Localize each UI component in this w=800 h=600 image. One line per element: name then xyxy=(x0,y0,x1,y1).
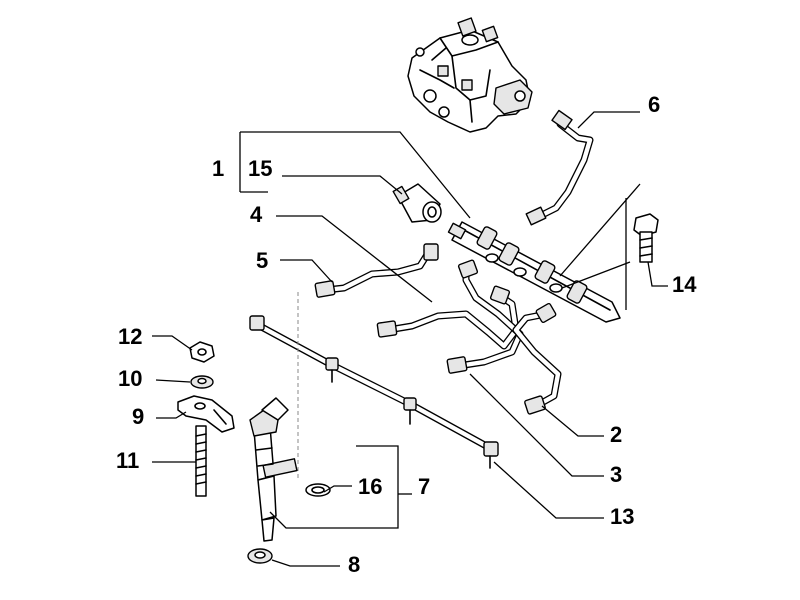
callout-1: 1 xyxy=(212,156,224,181)
washer-10 xyxy=(190,375,214,389)
pipe-6 xyxy=(525,109,594,226)
callout-7: 7 xyxy=(418,474,430,499)
clip-16 xyxy=(305,483,331,497)
pipe-3 xyxy=(446,259,524,374)
pressure-sensor-15 xyxy=(392,183,442,223)
callouts: 1 2 3 4 5 6 7 8 9 10 11 12 13 14 15 16 xyxy=(116,92,697,577)
stud-11 xyxy=(195,425,207,497)
pipe-5 xyxy=(314,243,439,298)
callout-16: 16 xyxy=(358,474,382,499)
callout-5: 5 xyxy=(256,248,268,273)
leader-lines xyxy=(152,111,668,567)
callout-3: 3 xyxy=(610,462,622,487)
callout-6: 6 xyxy=(648,92,660,117)
washer-8 xyxy=(247,548,273,564)
bolt-14 xyxy=(633,213,659,263)
callout-9: 9 xyxy=(132,404,144,429)
injector-7 xyxy=(249,292,299,542)
callout-2: 2 xyxy=(610,422,622,447)
fuel-rail xyxy=(447,221,621,323)
callout-10: 10 xyxy=(118,366,142,391)
callout-8: 8 xyxy=(348,552,360,577)
callout-15: 15 xyxy=(248,156,272,181)
callout-11: 11 xyxy=(116,448,139,473)
callout-4: 4 xyxy=(250,202,263,227)
return-line-13 xyxy=(249,315,499,469)
callout-13: 13 xyxy=(610,504,634,529)
callout-14: 14 xyxy=(672,272,697,297)
bracket-9 xyxy=(177,395,235,433)
callout-12: 12 xyxy=(118,324,142,349)
pipe-2 xyxy=(512,302,562,415)
nut-12 xyxy=(189,341,215,363)
pipe-4 xyxy=(376,285,520,350)
high-pressure-pump xyxy=(407,17,533,133)
